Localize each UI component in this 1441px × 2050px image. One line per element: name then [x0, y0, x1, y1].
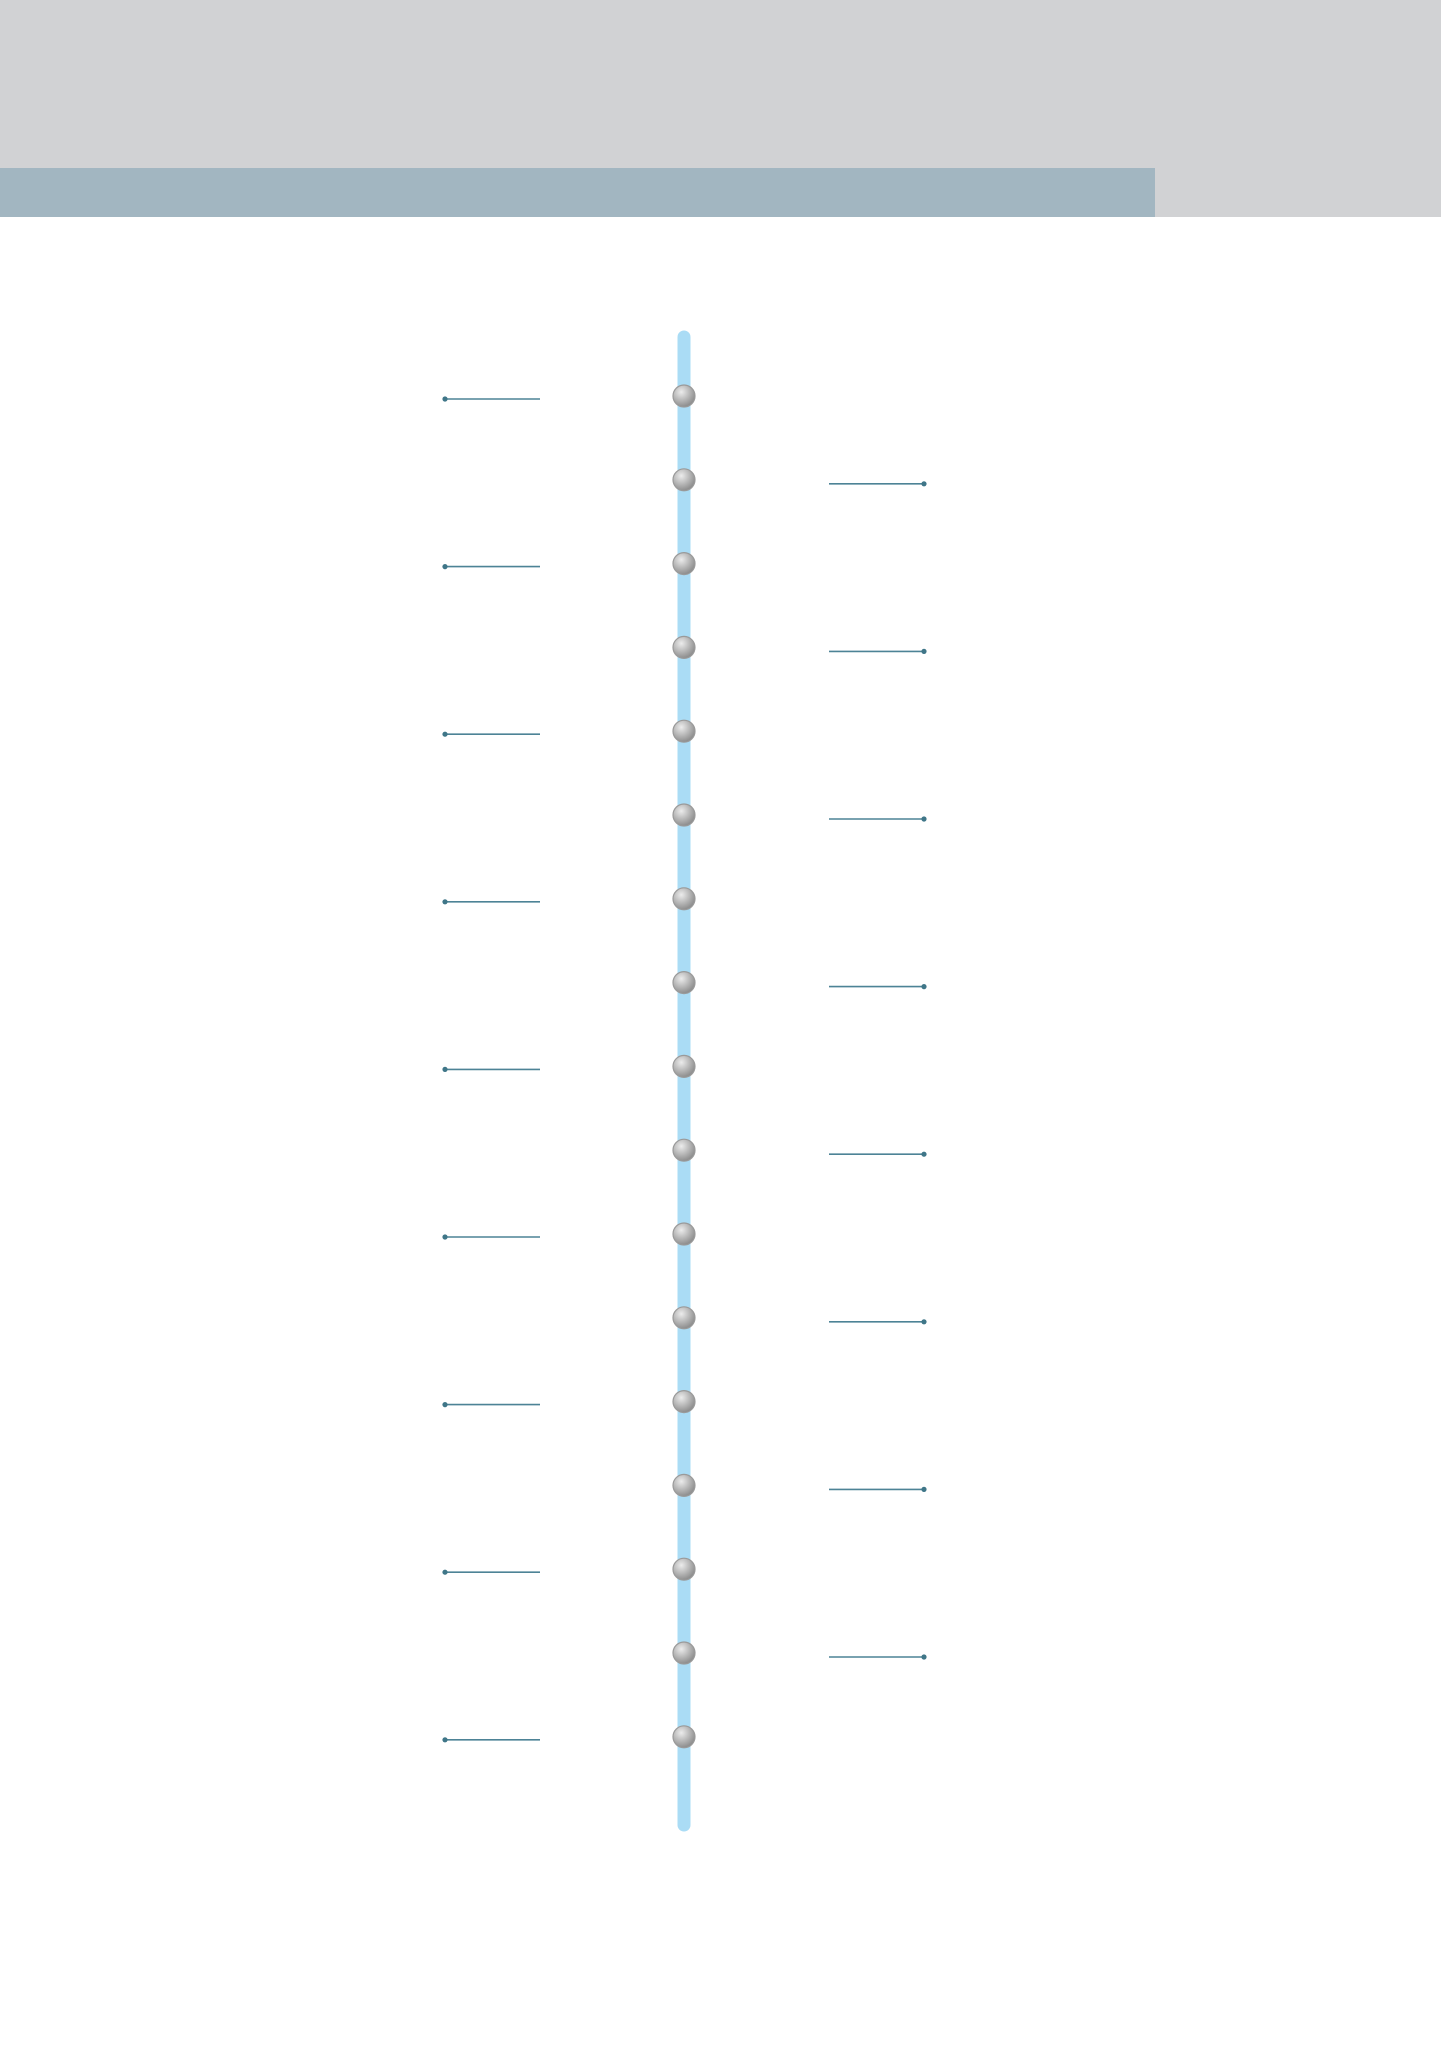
connector-dot [442, 564, 448, 570]
connector-dot [442, 1402, 448, 1408]
timeline-node-16 [672, 1641, 696, 1665]
connector-dot [921, 648, 927, 655]
timeline-node-17 [672, 1725, 696, 1749]
connector-left-9 [442, 1066, 540, 1072]
connector-left-3 [442, 564, 540, 570]
connector-dot [442, 396, 448, 402]
connector-left-1 [442, 396, 540, 402]
header-accent-bar [0, 168, 1155, 217]
timeline-node-6 [672, 803, 696, 827]
connector-right-2 [829, 481, 927, 487]
connector-dot [442, 1066, 448, 1072]
connector-right-4 [829, 648, 927, 655]
connector-dot [921, 1319, 927, 1325]
connector-right-14 [829, 1486, 927, 1492]
connector-dot [921, 1151, 927, 1157]
connector-left-13 [442, 1402, 540, 1408]
connector-dot [442, 1234, 448, 1240]
timeline-node-2 [672, 468, 696, 492]
connector-right-6 [829, 816, 927, 822]
timeline-node-9 [672, 1054, 696, 1079]
connector-right-8 [829, 984, 927, 990]
nodes-layer [672, 384, 696, 1749]
connector-dot [921, 816, 927, 822]
connector-left-15 [442, 1569, 540, 1575]
connector-right-12 [829, 1319, 927, 1325]
connectors-layer [442, 396, 927, 1743]
connector-dot [442, 1737, 448, 1743]
connector-left-7 [442, 899, 540, 905]
timeline-node-15 [672, 1557, 696, 1581]
timeline-node-13 [672, 1389, 696, 1414]
timeline-node-3 [672, 551, 696, 576]
connector-right-16 [829, 1654, 927, 1660]
connector-dot [921, 984, 927, 990]
connector-dot [442, 731, 448, 737]
timeline-node-14 [672, 1473, 696, 1498]
connector-dot [442, 1569, 448, 1575]
timeline-node-11 [672, 1222, 696, 1246]
connector-left-17 [442, 1737, 540, 1743]
timeline-node-12 [672, 1306, 696, 1330]
timeline-node-1 [672, 384, 696, 408]
connector-dot [921, 1654, 927, 1660]
connector-dot [442, 899, 448, 905]
timeline-node-10 [672, 1138, 696, 1162]
connector-left-5 [442, 731, 540, 737]
timeline-node-7 [672, 887, 696, 911]
connector-left-11 [442, 1234, 540, 1240]
connector-right-10 [829, 1151, 927, 1157]
connector-dot [921, 481, 927, 487]
timeline-node-8 [672, 970, 696, 995]
timeline-node-4 [672, 635, 696, 660]
timeline-node-5 [672, 719, 696, 743]
connector-dot [921, 1486, 927, 1492]
